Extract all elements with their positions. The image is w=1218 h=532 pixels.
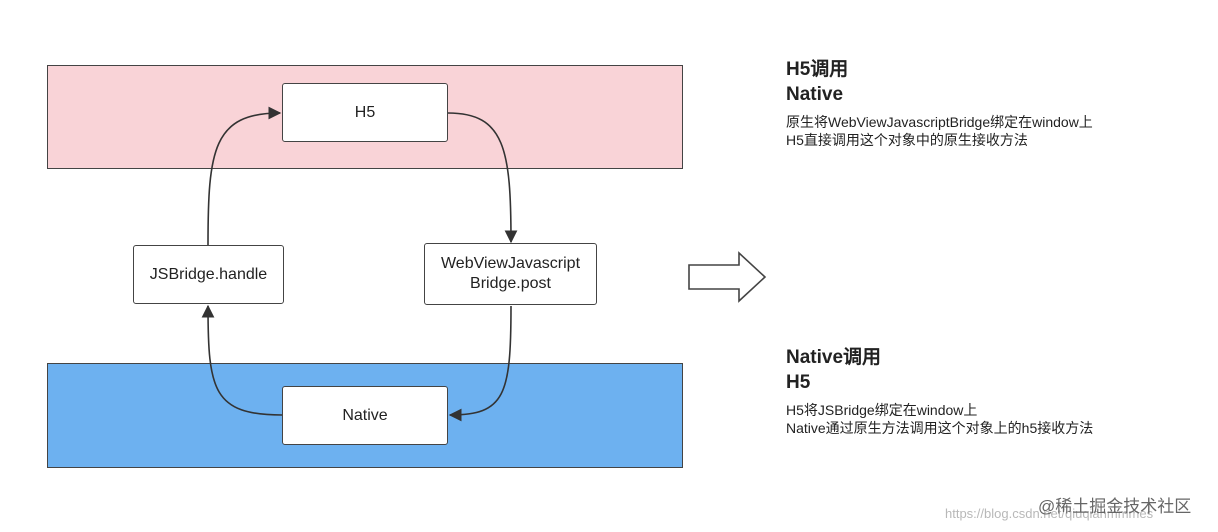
jsbridge-handle-node: JSBridge.handle [133, 245, 284, 304]
native-calls-h5-panel: Native调用 H5 H5将JSBridge绑定在window上 Native… [786, 345, 1146, 437]
native-node-label: Native [342, 406, 388, 424]
jsbridge-handle-label: JSBridge.handle [149, 265, 268, 283]
native-calls-h5-title-2: H5 [786, 372, 811, 393]
right-hollow-arrow [688, 251, 767, 303]
native-node: Native [282, 386, 448, 445]
native-calls-h5-title-1: Native调用 [786, 347, 882, 368]
watermark-brand: @稀土掘金技术社区 [1038, 497, 1192, 516]
webview-bridge-post-label: WebViewJavascript Bridge.post [441, 254, 580, 294]
h5-node: H5 [282, 83, 448, 142]
h5-calls-native-desc-2: H5直接调用这个对象中的原生接收方法 [786, 132, 1028, 148]
h5-calls-native-desc-1: 原生将WebViewJavascriptBridge绑定在window上 [786, 114, 1093, 130]
webview-bridge-post-node: WebViewJavascript Bridge.post [424, 243, 597, 305]
webview-post-line2: Bridge.post [470, 275, 551, 292]
native-calls-h5-desc-2: Native通过原生方法调用这个对象上的h5接收方法 [786, 420, 1094, 436]
h5-calls-native-title-1: H5调用 [786, 59, 849, 80]
h5-node-label: H5 [354, 103, 376, 121]
h5-calls-native-title-2: Native [786, 84, 844, 105]
webview-post-line1: WebViewJavascript [440, 255, 581, 272]
h5-calls-native-panel: H5调用 Native 原生将WebViewJavascriptBridge绑定… [786, 57, 1146, 149]
native-calls-h5-desc-1: H5将JSBridge绑定在window上 [786, 402, 978, 418]
watermark-url: https://blog.csdn.net/qiuqianmmmes [945, 506, 1154, 521]
